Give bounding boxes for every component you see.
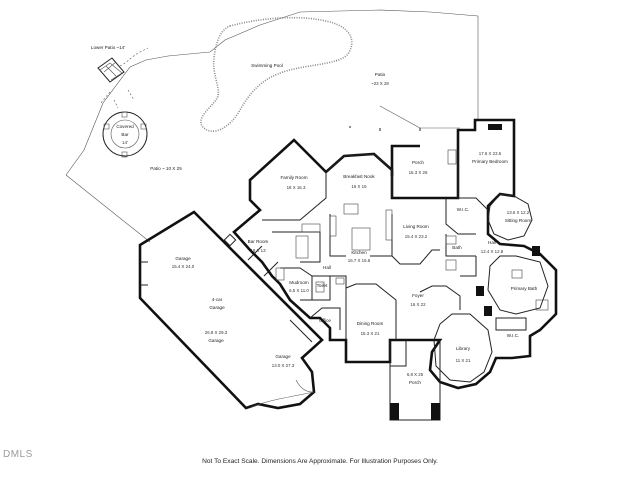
watermark-logo: DMLS: [3, 449, 33, 460]
label-covered-bar-2: Bar: [121, 132, 129, 137]
label-primary-bedroom-dims: Primary Bedroom: [472, 159, 508, 164]
label-garage-c: Garage: [275, 354, 291, 359]
outdoor-area: [65, 9, 479, 243]
label-dining-room-dims: 15.3 X 21: [361, 331, 380, 336]
label-bath: Bath: [452, 245, 462, 250]
label-library-dims: 11 X 21: [456, 358, 471, 363]
swimming-pool: [200, 16, 353, 132]
label-mudroom-dims: 6.5 X 11.0: [289, 288, 309, 293]
label-library: Library: [456, 346, 471, 351]
room-labels: Lower Patio ~14' Swimming Pool Patio ~23…: [91, 45, 538, 385]
label-covered-bar-dims: 14': [122, 140, 128, 145]
label-family-room: Family Room: [280, 175, 307, 180]
label-covered-bar: Covered: [116, 124, 134, 129]
lower-patio-shape: [97, 57, 125, 83]
label-porch-front: 6.8 X 25: [407, 372, 424, 377]
label-swimming-pool: Swimming Pool: [251, 63, 283, 68]
label-sitting-room: 13.6 X 12.2: [507, 210, 530, 215]
label-toilet: Toilet: [317, 283, 328, 288]
label-bar-room-dims: 18 X 13: [250, 248, 266, 253]
label-office: Office: [319, 318, 331, 323]
label-patio-main-dims: ~23 X 28: [371, 81, 389, 86]
label-garage-4car: 4-car: [212, 297, 223, 302]
label-garage-b: 26.8 X 29.3: [205, 330, 228, 335]
label-garage-a: Garage: [175, 256, 191, 261]
disclaimer-text: Not To Exact Scale. Dimensions Are Appro…: [202, 458, 438, 465]
label-hall: Hall: [488, 240, 496, 245]
label-living-room-dims: 15.4 X 23.2: [405, 234, 428, 239]
label-garage-c-dims: 13.0 X 27.3: [272, 363, 295, 368]
label-porch-rear-dims: 16.3 X 26: [409, 170, 428, 175]
label-hall-dims: 12.4 X 12.8: [481, 249, 504, 254]
label-living-room: Living Room: [403, 224, 429, 229]
label-breakfast-nook: Breakfast Nook: [343, 174, 375, 179]
label-family-room-dims: 18 X 16.3: [287, 185, 306, 190]
label-wic-2: W.I.C.: [507, 333, 520, 338]
label-foyer-dims: 16 X 22: [410, 302, 426, 307]
label-breakfast-nook-dims: 16 X 16: [351, 184, 367, 189]
label-kitchen: Kitchen: [351, 250, 367, 255]
label-garage-4car-2: Garage: [209, 305, 225, 310]
label-primary-bedroom: 17.6 X 23.5: [479, 151, 502, 156]
label-wic-1: W.I.C.: [457, 207, 470, 212]
label-lower-patio: Lower Patio ~14': [91, 45, 125, 50]
label-foyer: Foyer: [412, 293, 424, 298]
label-sitting-room-dims: Sitting Room: [505, 218, 531, 223]
label-dining-room: Dining Room: [357, 321, 384, 326]
label-porch-rear: Porch: [412, 160, 424, 165]
label-mudroom: Mudroom: [289, 280, 309, 285]
label-hall-small: Hall: [323, 265, 331, 270]
label-garage-a-dims: 15.4 X 24.0: [172, 264, 195, 269]
main-house: [232, 118, 558, 421]
covered-bar-shape: [99, 89, 148, 158]
label-patio-main: Patio: [375, 72, 386, 77]
label-kitchen-dims: 16.7 X 16.6: [348, 258, 371, 263]
label-garage-b-dims: Garage: [208, 338, 224, 343]
label-porch-front-dims: Porch: [409, 380, 421, 385]
label-patio-side: Patio ~ 10 X 25: [150, 166, 182, 171]
label-primary-bath: Primary Bath: [511, 286, 538, 291]
label-bar-room: Bar Room: [248, 239, 269, 244]
garage-wing: [138, 210, 324, 410]
